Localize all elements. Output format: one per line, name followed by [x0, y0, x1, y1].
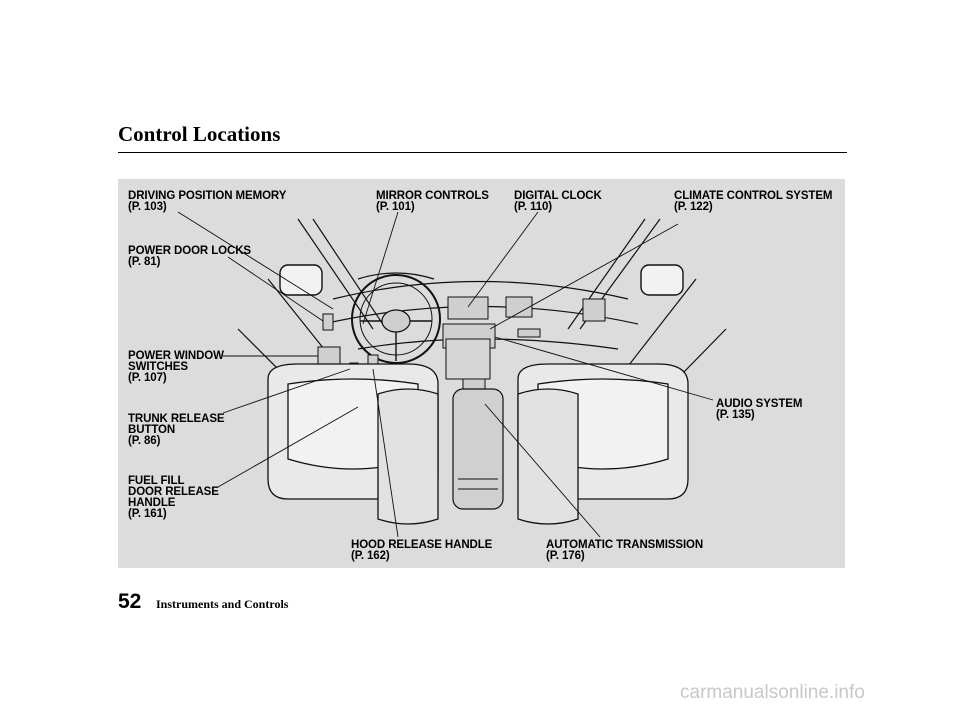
- title-rule: [118, 152, 847, 153]
- leader-automatic-transmission: [484, 403, 601, 538]
- clock-display: [447, 296, 489, 320]
- watermark: carmanualsonline.info: [680, 682, 865, 703]
- instrument-cluster: [357, 272, 435, 280]
- callout-driving-position-memory: DRIVING POSITION MEMORY (P. 103): [128, 190, 287, 213]
- callout-fuel-fill-door-release-handle: FUEL FILL DOOR RELEASE HANDLE (P. 161): [128, 475, 219, 520]
- section-title: Instruments and Controls: [156, 597, 289, 611]
- right-side-mirror: [640, 264, 684, 296]
- leader-fuel-fill: [217, 406, 359, 488]
- page-number: 52: [118, 590, 142, 613]
- left-side-mirror: [279, 264, 323, 296]
- page-title: Control Locations: [118, 122, 281, 146]
- leader-driving-position-memory: [177, 211, 334, 310]
- steering-wheel: [351, 274, 441, 364]
- leader-power-door-locks: [227, 256, 324, 322]
- steering-hub: [381, 309, 411, 333]
- leader-climate-control: [489, 223, 679, 330]
- leader-trunk-release: [222, 368, 351, 414]
- callout-automatic-transmission: AUTOMATIC TRANSMISSION (P. 176): [546, 539, 704, 562]
- glovebox-latch: [517, 328, 541, 338]
- center-console: [452, 388, 504, 510]
- leader-audio-system: [494, 336, 714, 401]
- interior-illustration: DRIVING POSITION MEMORY (P. 103) MIRROR …: [118, 179, 845, 568]
- left-a-pillar-inner: [312, 218, 387, 330]
- right-a-pillar-inner: [567, 218, 646, 330]
- leader-digital-clock: [467, 211, 539, 308]
- callout-power-window-switches: POWER WINDOW SWITCHES (P. 107): [128, 350, 224, 384]
- center-vent: [505, 296, 533, 318]
- callout-power-door-locks: POWER DOOR LOCKS (P. 81): [128, 245, 251, 268]
- leader-hood-release: [372, 368, 399, 538]
- car-interior-drawing: [177, 211, 727, 538]
- door-lock-switch: [322, 313, 334, 331]
- leader-mirror-controls: [362, 211, 399, 325]
- callout-trunk-release-button: TRUNK RELEASE BUTTON (P. 86): [128, 413, 225, 447]
- climate-panel: [445, 338, 491, 380]
- left-seat-cushion: [377, 388, 439, 525]
- callout-hood-release-handle: HOOD RELEASE HANDLE (P. 162): [351, 539, 493, 562]
- callout-mirror-controls: MIRROR CONTROLS (P. 101): [376, 190, 489, 213]
- callout-climate-control-system: CLIMATE CONTROL SYSTEM (P. 122): [674, 190, 833, 213]
- callout-audio-system: AUDIO SYSTEM (P. 135): [716, 398, 803, 421]
- dashboard-top: [332, 280, 629, 300]
- window-switch-panel: [317, 346, 341, 366]
- right-vent: [582, 298, 606, 322]
- right-seat-cushion: [517, 388, 579, 525]
- callout-digital-clock: DIGITAL CLOCK (P. 110): [514, 190, 602, 213]
